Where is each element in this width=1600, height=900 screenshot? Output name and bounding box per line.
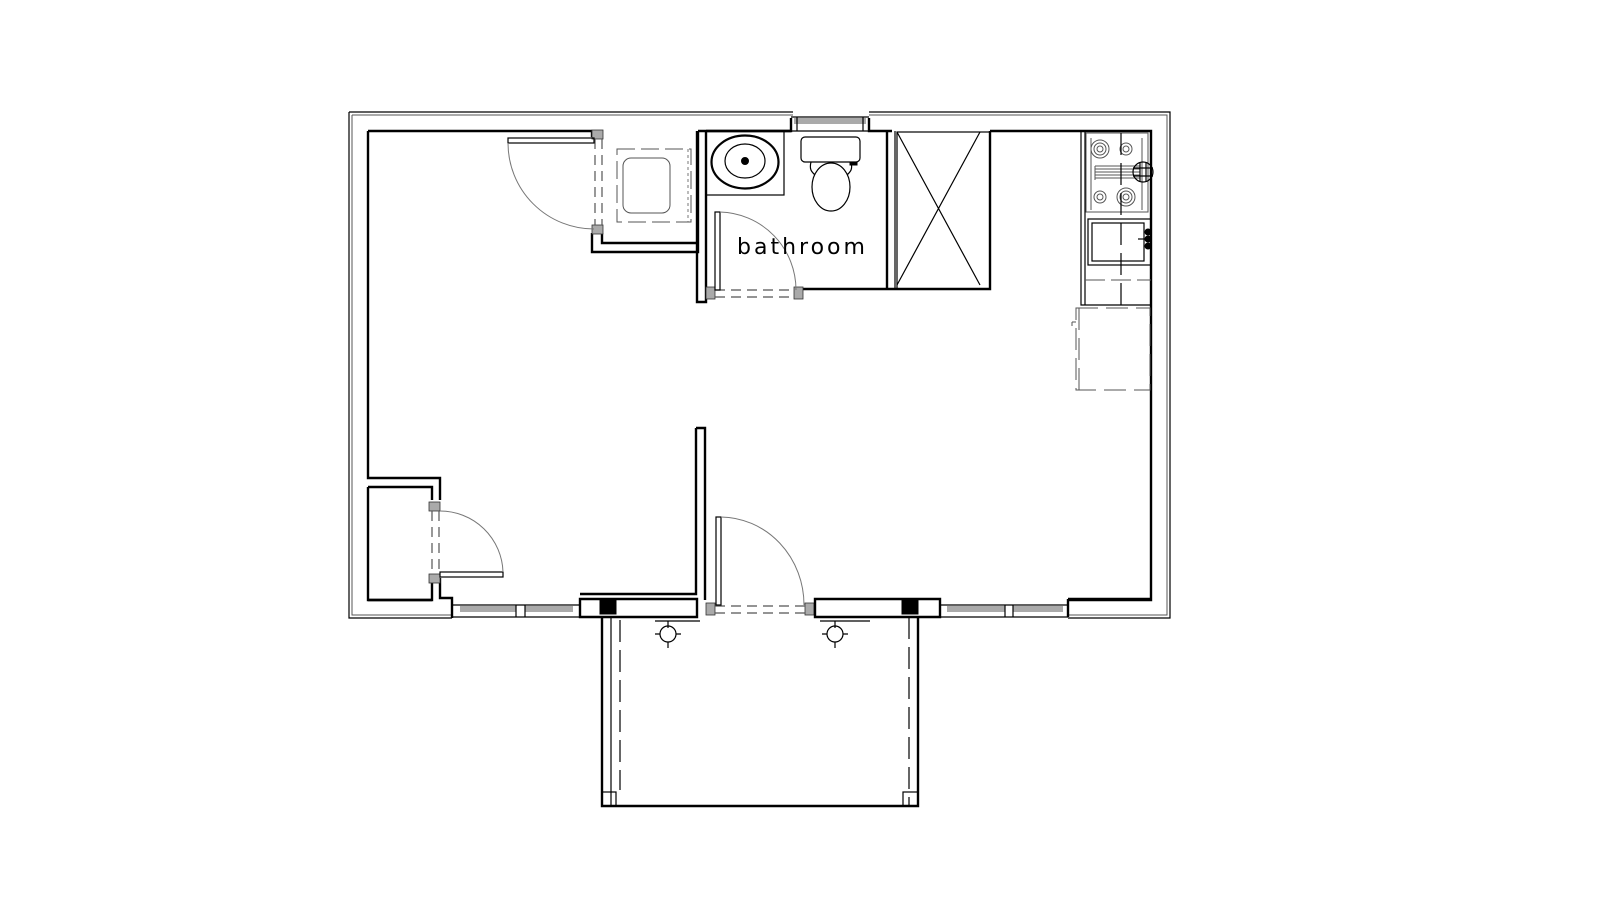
entry-door-swing bbox=[720, 516, 805, 606]
bathroom: bathroom bbox=[695, 116, 992, 304]
closet-door[interactable] bbox=[507, 137, 595, 144]
storage-door-swing bbox=[439, 510, 504, 573]
exterior-wall bbox=[348, 111, 1171, 619]
range-hood-icon bbox=[1132, 161, 1154, 183]
toilet-icon bbox=[800, 136, 861, 212]
bathroom-window[interactable] bbox=[791, 116, 869, 132]
closet-door-swing bbox=[507, 142, 595, 230]
bathroom-door-jamb-right bbox=[793, 286, 804, 300]
closet-door-jamb-top bbox=[591, 129, 604, 140]
front-wall bbox=[452, 516, 1151, 619]
porch-post-right-top bbox=[901, 598, 919, 615]
porch-post-left-top bbox=[599, 598, 617, 615]
porch-post-left-bottom bbox=[601, 791, 617, 807]
porch-light-right-icon bbox=[820, 620, 870, 648]
bathroom-door-swing bbox=[719, 211, 797, 291]
room-label-bathroom: bathroom bbox=[737, 235, 868, 260]
partition-wall bbox=[580, 426, 707, 600]
kitchenette bbox=[1071, 131, 1154, 391]
entry-door-jamb-left bbox=[705, 602, 716, 616]
storage-door-jamb-top bbox=[428, 501, 441, 512]
washer-dryer-icon bbox=[616, 148, 692, 223]
closet-door-jamb-bottom bbox=[591, 224, 604, 235]
front-window-left[interactable] bbox=[452, 604, 580, 618]
bathroom-sink-icon bbox=[705, 130, 785, 196]
front-window-right[interactable] bbox=[940, 604, 1068, 618]
storage-room bbox=[368, 485, 504, 618]
bathroom-door[interactable] bbox=[714, 211, 721, 291]
bathroom-door-jamb-left bbox=[705, 286, 716, 300]
closet bbox=[507, 129, 700, 254]
entry-door-jamb-right bbox=[804, 602, 815, 616]
cooktop-icon bbox=[1085, 132, 1154, 213]
porch-light-left-icon bbox=[655, 620, 700, 648]
storage-door[interactable] bbox=[439, 571, 504, 578]
entry-door[interactable] bbox=[715, 516, 722, 606]
refrigerator-icon bbox=[1071, 307, 1151, 391]
porch bbox=[600, 617, 920, 808]
kitchen-sink-icon bbox=[1087, 218, 1152, 266]
shower-icon bbox=[896, 131, 991, 290]
storage-door-jamb-bottom bbox=[428, 573, 441, 584]
porch-post-right-bottom bbox=[902, 791, 919, 807]
